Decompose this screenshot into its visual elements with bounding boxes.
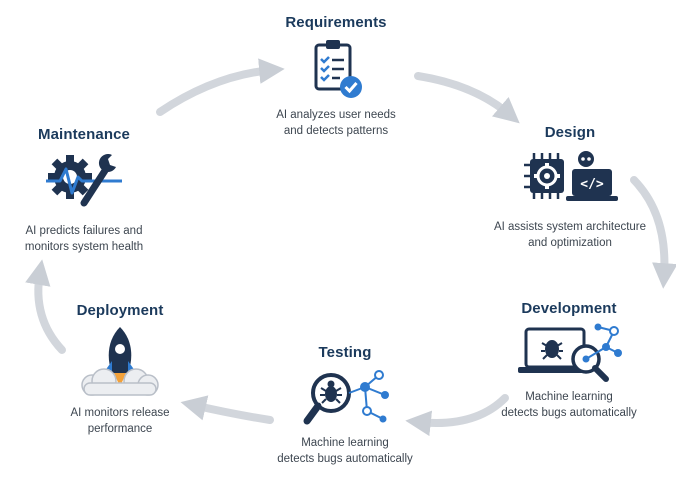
stage-title: Requirements <box>285 14 387 31</box>
arrow-requirements-to-design <box>414 72 520 124</box>
description-line: and optimization <box>528 237 612 249</box>
stage-description: Machine learning detects bugs automatica… <box>260 435 430 467</box>
stage-description: AI analyzes user needs and detects patte… <box>236 107 436 139</box>
stage-title: Deployment <box>76 302 164 319</box>
stage-title: Design <box>544 124 596 141</box>
gear-wrench-pulse-icon <box>46 154 122 207</box>
stage-design: Design </> AI assists system architectur… <box>470 124 670 251</box>
description-line: AI predicts failures and <box>25 225 143 237</box>
stage-description: AI monitors release performance <box>40 405 200 437</box>
stage-testing: Testing Machine learning detects bugs au… <box>260 344 430 467</box>
stage-development: Development Machine learning detects bug… <box>484 300 654 421</box>
description-line: and detects patterns <box>283 125 389 137</box>
stage-title: Testing <box>318 344 372 361</box>
rocket-cloud-icon <box>81 327 159 396</box>
description-line: AI monitors release <box>70 407 170 419</box>
description-line: detects bugs automatically <box>501 407 637 419</box>
stage-description: AI predicts failures and monitors system… <box>4 223 164 255</box>
arrow-deployment-to-maintenance <box>25 259 66 354</box>
stage-description: Machine learning detects bugs automatica… <box>484 389 654 421</box>
svg-text:</>: </> <box>580 177 604 192</box>
stage-maintenance: Maintenance AI predicts failures and mon… <box>4 126 164 255</box>
description-line: detects bugs automatically <box>277 453 413 465</box>
stage-deployment: Deployment AI monitors release performan… <box>40 302 200 437</box>
stage-description: AI assists system architecture and optim… <box>470 219 670 251</box>
description-line: Machine learning <box>301 437 389 449</box>
arrow-development-to-testing <box>405 394 509 437</box>
arrow-maintenance-to-requirements <box>156 58 285 116</box>
arrow-testing-to-deployment <box>180 395 274 424</box>
stage-title: Maintenance <box>38 126 130 143</box>
description-line: performance <box>87 423 153 435</box>
description-line: Machine learning <box>525 391 613 403</box>
description-line: AI assists system architecture <box>493 221 647 233</box>
description-line: AI analyzes user needs <box>276 109 396 121</box>
laptop-bug-magnifier-icon <box>518 323 622 382</box>
clipboard-check-icon <box>314 40 362 98</box>
arrow-design-to-development <box>630 176 676 289</box>
description-line: monitors system health <box>24 241 144 253</box>
stage-requirements: Requirements AI analyzes user needs and … <box>236 14 436 139</box>
bug-magnifier-network-icon <box>303 370 389 425</box>
chip-code-robot-icon: </> <box>524 151 618 201</box>
stage-title: Development <box>521 300 617 317</box>
